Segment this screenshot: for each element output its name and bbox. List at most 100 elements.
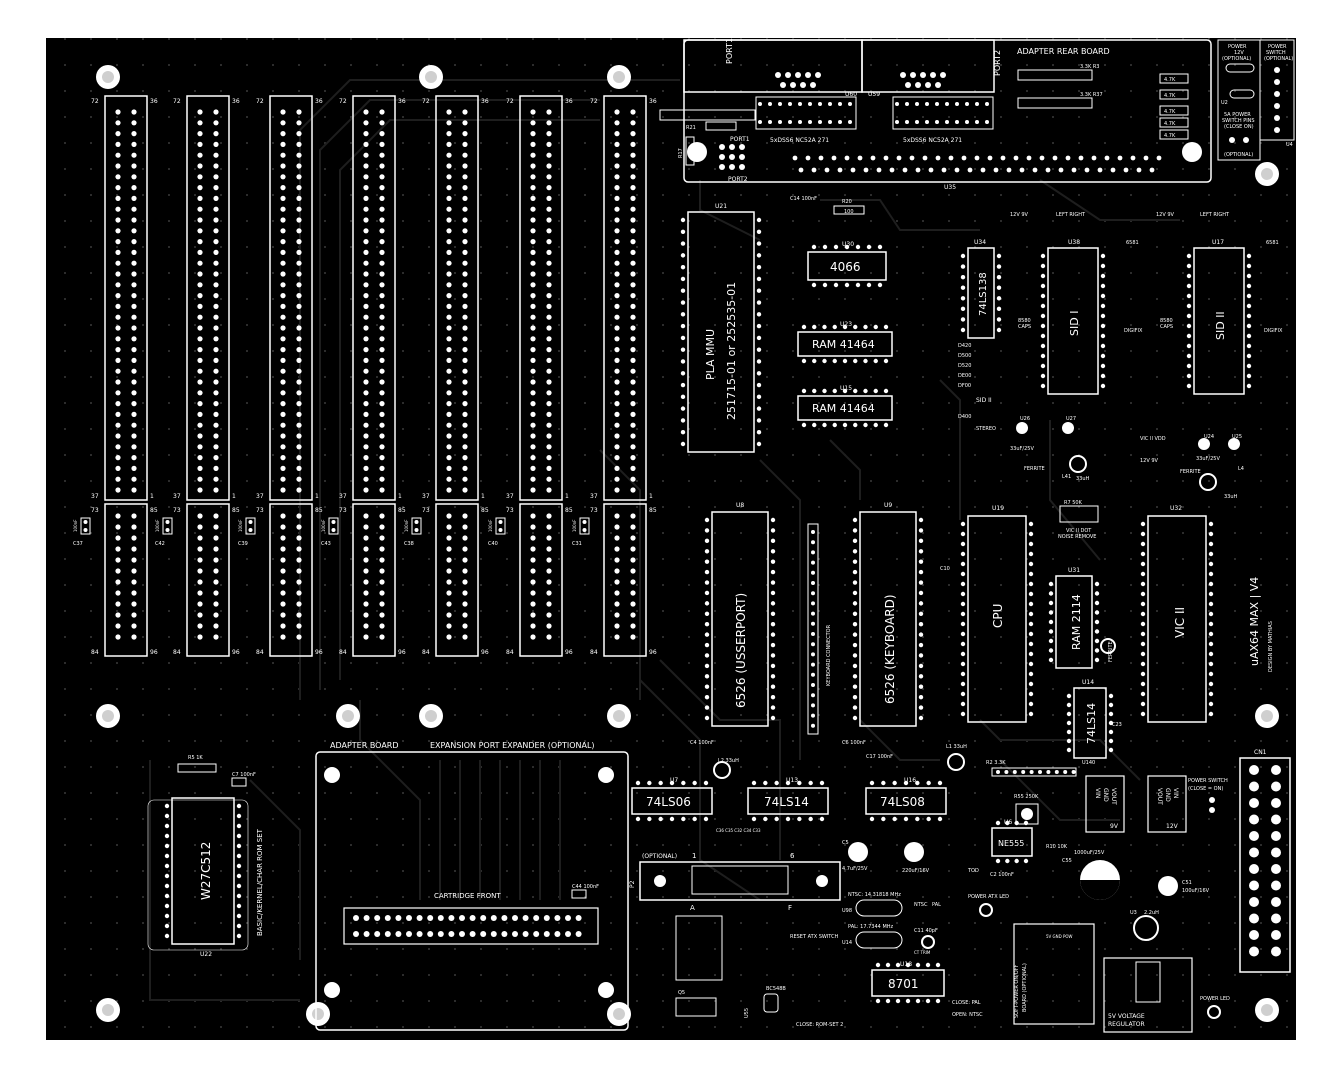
svg-text:C23: C23 [1112, 722, 1122, 728]
chip-u34: U34 74LS138 [967, 239, 995, 339]
slot-cap-label: C38 [404, 541, 414, 547]
svg-text:(CLOSE ON): (CLOSE ON) [1224, 124, 1254, 130]
chip-u38: U38 SID I [1047, 239, 1099, 395]
svg-text:2.2uH: 2.2uH [1144, 910, 1159, 916]
slot-pin-label: 36 [649, 98, 657, 105]
chip-u14: U14 74LS14 U140 [1073, 679, 1107, 766]
slot-pin-label: 85 [315, 507, 323, 514]
chip-u21: U21 PLA MMU 251715-01 or 252535-01 [687, 203, 755, 453]
svg-text:C55: C55 [1062, 858, 1072, 864]
svg-text:VIN: VIN [1172, 788, 1179, 798]
slot-pin-label: 85 [649, 507, 657, 514]
svg-text:6526 (KEYBOARD): 6526 (KEYBOARD) [883, 594, 897, 704]
svg-text:U13: U13 [786, 777, 798, 784]
svg-text:U25: U25 [1232, 434, 1242, 440]
svg-text:4066: 4066 [830, 260, 861, 274]
svg-text:KEYBOARD CONNECTOR: KEYBOARD CONNECTOR [826, 624, 832, 686]
slot-cap-value: 100nF [73, 519, 78, 532]
slot-pin-label: 85 [565, 507, 573, 514]
slot-pin-label: 1 [150, 493, 154, 500]
svg-text:SID II: SID II [976, 397, 992, 404]
u21-label-b: 251715-01 or 252535-01 [725, 282, 738, 420]
svg-text:D420: D420 [958, 343, 971, 349]
svg-text:4.7K: 4.7K [1164, 77, 1176, 83]
slot-pin-label: 84 [256, 649, 264, 656]
chip-u23: U23 RAM 41464 [797, 321, 893, 357]
svg-text:FERRITE: FERRITE [1180, 469, 1201, 475]
power-top-area: POWER 12V (OPTIONAL) POWER SWITCH (OPTIO… [1217, 39, 1295, 161]
svg-text:U3: U3 [1130, 910, 1137, 916]
slot-cap-value: 100nF [155, 519, 160, 532]
svg-text:(OPTIONAL): (OPTIONAL) [1224, 152, 1253, 158]
svg-text:U16: U16 [904, 777, 916, 784]
slot-pin-label: 36 [315, 98, 323, 105]
chip-u17: U17 SID II [1193, 239, 1245, 395]
slot-pin-label: 72 [506, 98, 514, 105]
svg-text:R7 50K: R7 50K [1064, 500, 1083, 506]
slot-pin-label: 73 [422, 507, 430, 514]
svg-text:4.7uF/25V: 4.7uF/25V [842, 866, 868, 872]
slot-pin-label: 1 [315, 493, 319, 500]
svg-text:U23: U23 [840, 321, 852, 328]
svg-text:U17: U17 [1212, 239, 1224, 246]
svg-text:RESET ATX SWITCH: RESET ATX SWITCH [790, 934, 839, 940]
svg-text:C11 40pF: C11 40pF [914, 928, 938, 934]
svg-text:CAPS: CAPS [1160, 324, 1173, 330]
port1-label: PORT1 [725, 38, 734, 64]
slot-cap-label: C42 [155, 541, 165, 547]
adapter-rear-board: PORT1 PORT2 ADAPTER REAR BOARD U60 U59 5… [659, 38, 1212, 191]
slot-pin-label: 84 [339, 649, 347, 656]
slot-pin-label: 85 [481, 507, 489, 514]
port1-small-label: PORT1 [730, 136, 750, 143]
slot-pin-label: 73 [173, 507, 181, 514]
svg-text:RAM 2114: RAM 2114 [1070, 594, 1083, 650]
slot-pin-label: 1 [565, 493, 569, 500]
svg-text:NTSC: 14.31818 MHz: NTSC: 14.31818 MHz [848, 892, 901, 898]
port2-label: PORT2 [993, 50, 1002, 76]
svg-text:CN1: CN1 [1254, 749, 1267, 756]
svg-text:C4 100nF: C4 100nF [690, 740, 714, 746]
svg-text:U2: U2 [1221, 100, 1228, 106]
slot-pin-label: 96 [649, 649, 657, 656]
board-credit: DESIGN BY MATHIAS [1268, 621, 1274, 672]
svg-text:33uF/25V: 33uF/25V [1196, 456, 1220, 462]
slot-pin-label: 84 [173, 649, 181, 656]
svg-text:U30: U30 [842, 241, 854, 248]
r37-label: 3.3K R37 [1080, 92, 1103, 98]
svg-text:BOARD (OPTIONAL): BOARD (OPTIONAL) [1022, 963, 1028, 1012]
svg-text:C10: C10 [940, 566, 950, 572]
slot-pin-label: 37 [339, 493, 347, 500]
svg-text:8580: 8580 [1160, 318, 1173, 324]
svg-text:100: 100 [844, 209, 854, 215]
svg-text:TOD: TOD [967, 868, 979, 874]
resistor-stack: 4.7K 4.7K 4.7K 4.7K 4.7K [1159, 73, 1189, 140]
svg-text:U34: U34 [974, 239, 986, 246]
svg-text:U26: U26 [1020, 416, 1030, 422]
svg-text:12V 9V: 12V 9V [1010, 212, 1029, 218]
svg-text:9V: 9V [1110, 823, 1119, 830]
slot-pin-label: 1 [649, 493, 653, 500]
svg-text:5V VOLTAGE: 5V VOLTAGE [1108, 1013, 1145, 1020]
slot-pin-label: 72 [339, 98, 347, 105]
svg-text:POWER: POWER [1228, 44, 1247, 50]
svg-text:(OPTIONAL): (OPTIONAL) [1222, 56, 1251, 62]
chip-u22: W27C512 U22 [147, 797, 249, 958]
svg-text:VIC II: VIC II [1173, 607, 1187, 638]
slot-pin-label: 37 [173, 493, 181, 500]
svg-text:12V: 12V [1234, 50, 1244, 56]
u21-label-a: PLA MMU [704, 329, 717, 380]
svg-text:U9: U9 [884, 502, 892, 509]
svg-text:U4: U4 [1286, 142, 1293, 148]
svg-text:OPEN: NTSC: OPEN: NTSC [952, 1012, 983, 1018]
svg-text:CLOSE: PAL: CLOSE: PAL [952, 1000, 981, 1006]
svg-text:VOUT: VOUT [1110, 788, 1117, 805]
svg-text:33uH: 33uH [1076, 476, 1090, 482]
svg-text:100uF/16V: 100uF/16V [1182, 888, 1210, 894]
svg-text:12V: 12V [1166, 823, 1179, 830]
svg-text:Q5: Q5 [678, 990, 685, 996]
slot-cap-value: 100nF [321, 519, 326, 532]
